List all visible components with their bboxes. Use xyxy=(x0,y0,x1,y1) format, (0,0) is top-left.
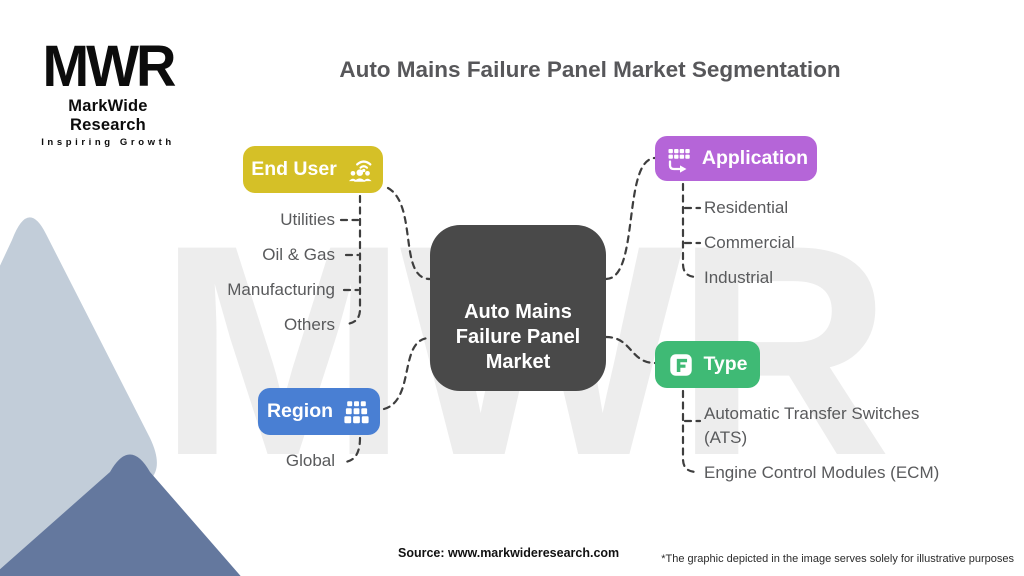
branch-node-application: Application xyxy=(655,136,817,181)
branch-label-end-user: End User xyxy=(251,158,337,180)
leaf-oil-gas: Oil & Gas xyxy=(262,245,335,264)
branch-node-region: Region xyxy=(258,388,380,435)
center-node-line: Failure Panel xyxy=(455,326,581,348)
branch-label-region: Region xyxy=(266,400,334,422)
logo-name: MarkWide Research xyxy=(68,97,148,134)
center-node-line: Auto Mains xyxy=(464,301,572,323)
leaf-utilities: Utilities xyxy=(280,210,335,229)
source-text: Source: www.markwideresearch.com xyxy=(398,546,620,560)
leaf-ats: Automatic Transfer Switches (ATS) xyxy=(704,404,920,447)
center-node-line: Market xyxy=(485,351,551,373)
logo-acronym: MWR xyxy=(42,32,177,99)
branch-label-application: Application xyxy=(701,147,809,169)
leaf-manufacturing: Manufacturing xyxy=(227,280,335,299)
people-wifi-icon xyxy=(348,159,372,182)
grid-tiles-icon xyxy=(344,400,369,423)
leaf-global: Global xyxy=(285,451,335,470)
branch-label-type: Type xyxy=(703,353,748,375)
branch-node-end-user: End User xyxy=(243,146,383,193)
decor-triangle-light xyxy=(0,217,157,576)
letter-f-icon xyxy=(670,353,693,376)
leaf-others: Others xyxy=(283,315,335,334)
disclaimer-text: *The graphic depicted in the image serve… xyxy=(661,553,1014,565)
leaf-industrial: Industrial xyxy=(704,268,773,287)
leaf-ecm: Engine Control Modules (ECM) xyxy=(704,463,940,482)
logo-tagline: Inspiring Growth xyxy=(41,137,175,148)
leaf-residential: Residential xyxy=(704,198,789,217)
center-node: Auto Mains Failure Panel Market xyxy=(430,225,606,391)
page-title: Auto Mains Failure Panel Market Segmenta… xyxy=(339,57,841,82)
markwide-logo: MWR MarkWide Research Inspiring Growth xyxy=(28,32,188,148)
leaf-commercial: Commercial xyxy=(704,233,795,252)
branch-node-type: Type xyxy=(655,341,760,388)
table-arrow-icon xyxy=(668,148,690,173)
